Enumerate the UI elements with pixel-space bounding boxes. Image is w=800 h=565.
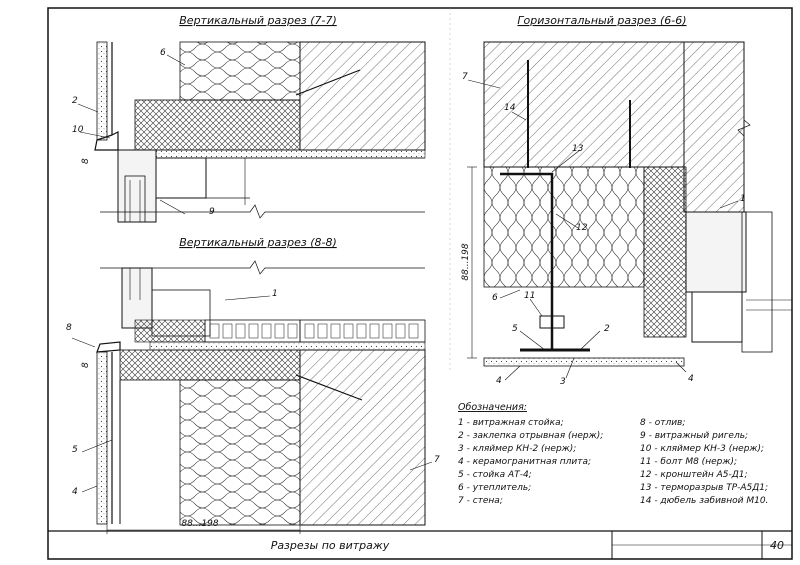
cladding-lower: [96, 351, 108, 525]
legend-item-6: 6 - утеплитель;: [458, 483, 531, 493]
page-number: 40: [770, 539, 784, 552]
legend-item-9: 9 - витражный ригель;: [640, 431, 748, 441]
legend-heading: Обозначения:: [458, 402, 527, 413]
callout-8: 8: [81, 158, 91, 164]
callout-1-h: 1: [740, 194, 746, 204]
callout-11: 11: [524, 291, 535, 301]
legend-item-7: 7 - стена;: [458, 496, 503, 506]
callout-3: 3: [560, 377, 566, 387]
screed: [149, 341, 426, 351]
callout-8-b: 8: [81, 362, 91, 368]
legend-item-2: 2 - заклепка отрывная (нерж);: [458, 431, 603, 441]
legend-item-4: 4 - керамогранитная плита;: [458, 457, 591, 467]
callout-1-lower: 1: [272, 289, 278, 299]
slab: [134, 99, 301, 151]
callout-2-h: 2: [604, 324, 610, 334]
window-frame: [117, 149, 157, 223]
wall-hatch: [299, 41, 426, 151]
sheet-frame: [47, 7, 793, 560]
section-title-8-8: Вертикальный разрез (8-8): [179, 236, 337, 249]
callout-7-lower: 7: [434, 455, 440, 465]
window-frame-horizontal: [685, 211, 747, 293]
callout-4-h2: 4: [688, 374, 694, 384]
flashing: [94, 131, 119, 151]
transom: [155, 157, 207, 199]
callout-6: 6: [160, 48, 166, 58]
callout-13: 13: [572, 144, 584, 154]
callout-6-h: 6: [492, 293, 498, 303]
dimension-bottom: 88...198: [181, 519, 218, 529]
insulation: [179, 41, 301, 101]
legend: Обозначения: 1 - витражная стойка; 2 - з…: [458, 402, 768, 506]
wall-top: [483, 41, 685, 168]
section-title-7-7: Вертикальный разрез (7-7): [179, 14, 337, 27]
bracket: [500, 172, 554, 350]
legend-item-14: 14 - дюбель забивной М10.: [640, 496, 768, 506]
callout-5-h: 5: [512, 324, 518, 334]
sill-flashing: [96, 341, 121, 353]
section-7-7: Вертикальный разрез (7-7) 6 2 10: [72, 14, 426, 223]
insulation-horizontal: [483, 166, 645, 288]
concrete-band: [134, 149, 426, 159]
section-title-6-6: Горизонтальный разрез (6-6): [517, 14, 686, 27]
callout-9: 9: [209, 207, 215, 217]
cladding-panel: [96, 41, 108, 141]
legend-item-1: 1 - витражная стойка;: [458, 418, 564, 428]
callout-2: 2: [72, 96, 78, 106]
sheet-title: Разрезы по витражу: [271, 539, 390, 552]
insulation-lower: [179, 379, 301, 526]
callout-5: 5: [72, 445, 78, 455]
wall-hatch-lower: [299, 349, 426, 526]
dimension-side: 88...198: [461, 243, 471, 280]
callout-4-h: 4: [496, 376, 502, 386]
callout-7-h: 7: [462, 72, 468, 82]
title-block: Разрезы по витражу 40: [271, 539, 784, 552]
callout-14: 14: [504, 103, 516, 113]
legend-item-13: 13 - терморазрыв ТР-А5Д1;: [640, 483, 768, 493]
slab-lower: [119, 349, 301, 381]
section-8-8: Вертикальный разрез (8-8): [66, 236, 440, 534]
cladding-horizontal: [483, 357, 685, 367]
legend-item-8: 8 - отлив;: [640, 418, 685, 428]
section-6-6: Горизонтальный разрез (6-6) 88...198 7: [461, 14, 792, 387]
legend-item-11: 11 - болт М8 (нерж);: [640, 457, 737, 467]
mullion-frame: [121, 267, 153, 329]
callout-8-a: 8: [66, 323, 72, 333]
legend-item-5: 5 - стойка АТ-4;: [458, 470, 532, 480]
legend-item-10: 10 - кляймер КН-3 (нерж);: [640, 444, 764, 454]
callout-4: 4: [72, 487, 78, 497]
callout-10: 10: [72, 125, 84, 135]
legend-item-3: 3 - кляймер КН-2 (нерж);: [458, 444, 576, 454]
callout-12: 12: [576, 223, 588, 233]
legend-item-12: 12 - кронштейн А5-Д1;: [640, 470, 748, 480]
